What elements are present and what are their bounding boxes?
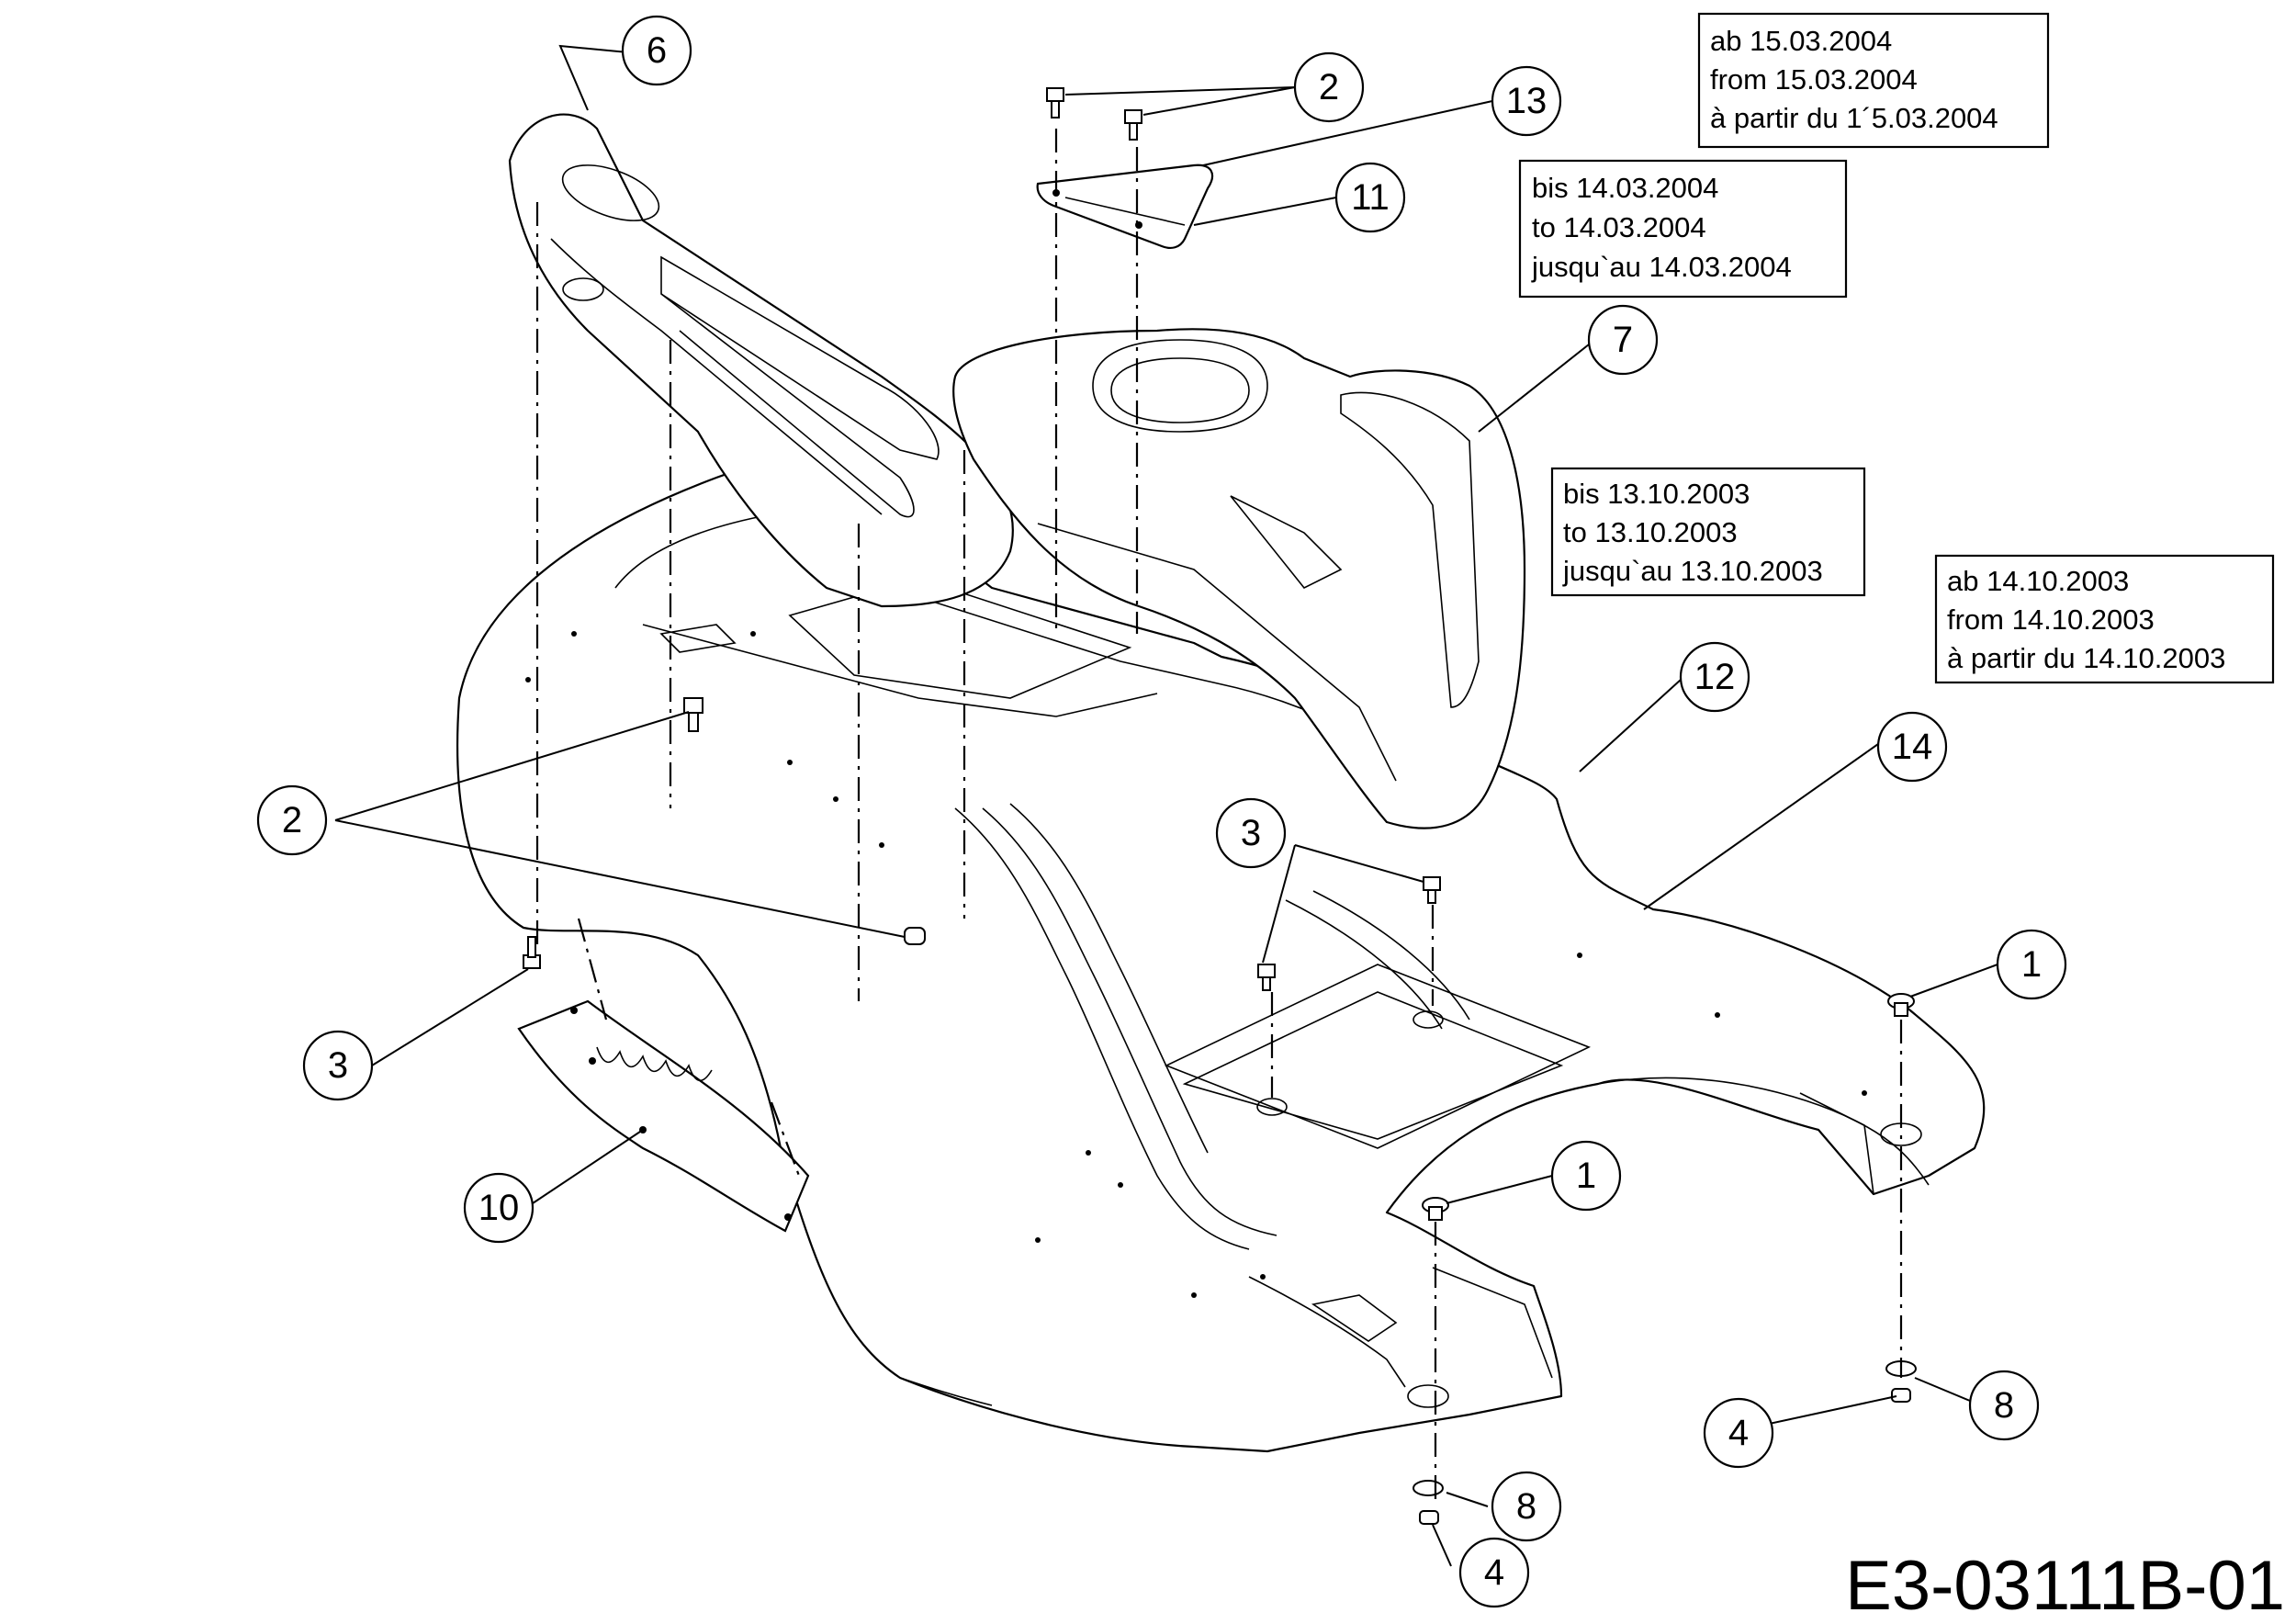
- callout-4-right: 4: [1703, 1397, 1774, 1469]
- fuel-tank-cover: [952, 328, 1526, 829]
- brackets: [1036, 164, 1214, 249]
- svg-text:1: 1: [2021, 944, 2042, 985]
- svg-text:3: 3: [328, 1045, 348, 1086]
- svg-text:1: 1: [1576, 1156, 1596, 1196]
- callout-4-bottom: 4: [1458, 1537, 1530, 1608]
- svg-text:4: 4: [1484, 1552, 1504, 1593]
- callout-13: 13: [1491, 65, 1562, 137]
- svg-text:7: 7: [1613, 320, 1633, 360]
- fasteners: [523, 87, 1917, 1525]
- svg-text:8: 8: [1994, 1385, 2014, 1426]
- heat-shield-plate: [517, 999, 810, 1233]
- diagram-id: E3-03111B-01: [1845, 1547, 2285, 1624]
- note-box-until-2003: bis 13.10.2003 to 13.10.2003 jusqu`au 13…: [1550, 467, 1866, 597]
- svg-text:11: 11: [1351, 177, 1390, 218]
- callout-2-top: 2: [1293, 51, 1365, 123]
- dashboard-console: [508, 113, 1014, 608]
- svg-text:14: 14: [1892, 727, 1933, 767]
- washer-bottom: [1412, 1480, 1444, 1496]
- svg-text:10: 10: [478, 1188, 520, 1228]
- callout-10: 10: [463, 1172, 535, 1244]
- nut-bottom: [1419, 1510, 1439, 1525]
- note-box-from-2004: ab 15.03.2004 from 15.03.2004 à partir d…: [1697, 12, 2050, 149]
- screw-top-right: [1124, 109, 1142, 141]
- callout-7: 7: [1587, 304, 1659, 376]
- callout-8-bottom: 8: [1491, 1471, 1562, 1542]
- callout-1-center: 1: [1550, 1140, 1622, 1212]
- note-box-until-2004: bis 14.03.2004 to 14.03.2004 jusqu`au 14…: [1518, 159, 1848, 299]
- note-box-from-2003: ab 14.10.2003 from 14.10.2003 à partir d…: [1934, 554, 2275, 684]
- screw-top-left: [1046, 87, 1064, 118]
- svg-text:12: 12: [1694, 657, 1736, 697]
- svg-text:4: 4: [1728, 1413, 1749, 1453]
- callouts: 6 2 13 11 7 12 14 2 3 3 1 1 10 8 4 8 4: [256, 15, 2067, 1608]
- screw-left-bottom: [523, 936, 541, 969]
- callout-6: 6: [621, 15, 692, 86]
- svg-text:2: 2: [282, 800, 302, 840]
- callout-8-right: 8: [1968, 1370, 2040, 1441]
- screw-left-top: [683, 697, 703, 732]
- callout-3-left: 3: [302, 1030, 374, 1101]
- callout-1-right: 1: [1996, 929, 2067, 1000]
- note-line: jusqu`au 13.10.2003: [1562, 555, 1823, 587]
- screw-left-low: [904, 927, 926, 945]
- svg-text:3: 3: [1241, 813, 1261, 853]
- callout-2-left: 2: [256, 784, 328, 856]
- svg-text:8: 8: [1516, 1486, 1536, 1527]
- svg-text:2: 2: [1319, 67, 1339, 107]
- note-line: à partir du 14.10.2003: [1947, 642, 2225, 674]
- callout-11: 11: [1334, 162, 1406, 233]
- body-panel: [456, 457, 1986, 1453]
- nut-right: [1891, 1388, 1911, 1403]
- callout-12: 12: [1679, 641, 1750, 713]
- note-line: from 15.03.2004: [1710, 63, 1918, 96]
- note-line: ab 15.03.2004: [1710, 25, 1892, 57]
- screw-mid-2: [1423, 876, 1441, 904]
- note-line: jusqu`au 14.03.2004: [1531, 251, 1792, 283]
- svg-text:13: 13: [1506, 81, 1548, 121]
- screw-mid-1: [1257, 964, 1276, 991]
- mount-holes: [525, 631, 1867, 1298]
- plug-center: [1422, 1197, 1449, 1221]
- note-line: to 13.10.2003: [1563, 516, 1738, 548]
- callout-14: 14: [1876, 711, 1948, 783]
- callout-3-mid: 3: [1215, 797, 1287, 869]
- note-line: à partir du 1´5.03.2004: [1710, 102, 1998, 134]
- note-line: ab 14.10.2003: [1947, 565, 2129, 597]
- note-line: bis 13.10.2003: [1563, 478, 1750, 510]
- svg-text:6: 6: [647, 30, 667, 71]
- note-line: from 14.10.2003: [1947, 603, 2155, 636]
- plug-right: [1887, 993, 1915, 1017]
- alignment-lines: [535, 129, 1903, 1506]
- note-line: bis 14.03.2004: [1532, 172, 1718, 204]
- note-line: to 14.03.2004: [1532, 211, 1706, 243]
